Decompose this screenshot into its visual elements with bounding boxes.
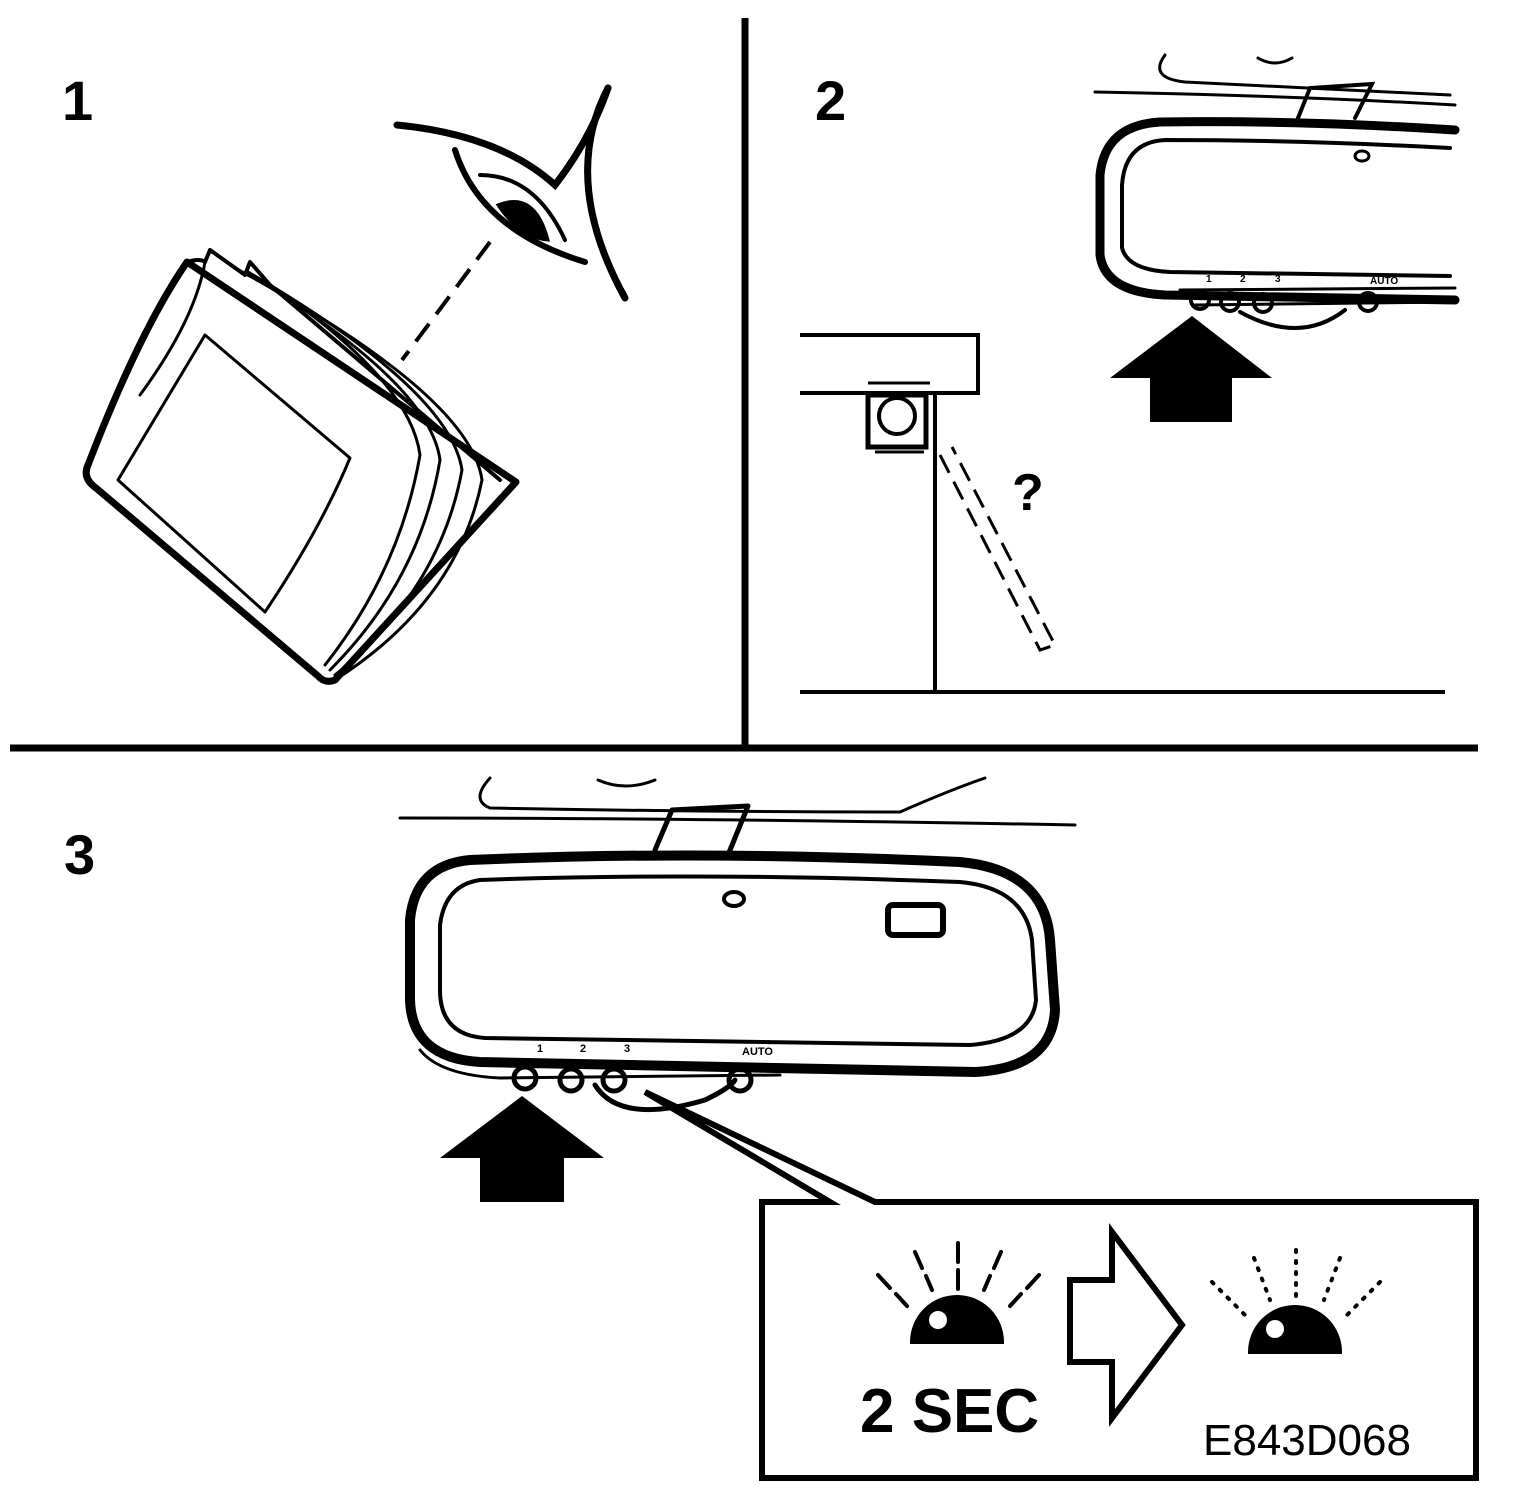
garage-door-opener-unit (865, 392, 929, 450)
figure-code: E843D068 (1203, 1416, 1411, 1465)
mirror-button-labels-3: 1 2 3 AUTO (537, 1043, 773, 1058)
panel-dividers (10, 18, 1478, 752)
rearview-mirror-partial (1093, 53, 1460, 330)
arrow-up-icon (1110, 316, 1272, 422)
indicator-light-on-icon (876, 1241, 1041, 1344)
panel-3: 3 1 2 3 AUTO (64, 776, 1479, 1481)
line-of-sight (400, 240, 492, 362)
button-label-1: 1 (537, 1043, 543, 1055)
button-label-auto: AUTO (742, 1046, 773, 1058)
arrow-right-icon (1067, 1223, 1186, 1427)
panel-2-number: 2 (815, 69, 846, 132)
opener-light-icon (877, 396, 917, 436)
panel-1-number: 1 (62, 69, 93, 132)
question-mark: ? (1012, 464, 1044, 522)
button-label-3: 3 (624, 1043, 630, 1055)
eye-icon (393, 84, 629, 302)
arrow-up-icon (440, 1096, 604, 1202)
button-label-2: 2 (580, 1043, 586, 1055)
button-label-1: 1 (1206, 274, 1212, 285)
callout-box (643, 1089, 1479, 1481)
button-label-2: 2 (1240, 274, 1246, 285)
panel-2: 2 ? (800, 53, 1460, 694)
mirror-button-labels: 1 2 3 AUTO (1206, 274, 1398, 287)
garage-door-scene (800, 333, 1445, 694)
owners-manual-icon (82, 248, 520, 685)
indicator-light-off-icon (1210, 1248, 1382, 1354)
rearview-mirror (398, 776, 1077, 1113)
duration-label: 2 SEC (860, 1377, 1039, 1446)
panel-3-number: 3 (64, 823, 95, 886)
panel-1: 1 (62, 69, 629, 685)
button-label-auto: AUTO (1370, 276, 1398, 287)
button-label-3: 3 (1275, 274, 1281, 285)
